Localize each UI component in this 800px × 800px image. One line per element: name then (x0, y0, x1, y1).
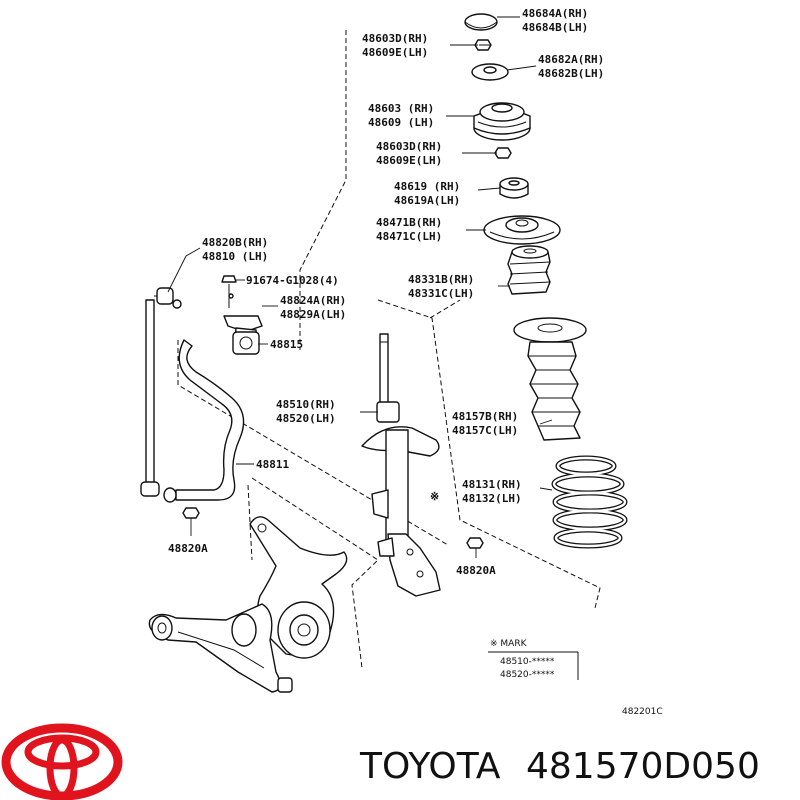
label-48510-rh: 48510(RH) (276, 398, 336, 411)
label-48829-lh: 48829A(LH) (280, 308, 346, 321)
label-48331-lh: 48331C(LH) (408, 287, 474, 300)
label-48682-rh: 48682A(RH) (538, 53, 604, 66)
label-48132-lh: 48132(LH) (462, 492, 522, 505)
label-91674: 91674-G1028(4) (246, 274, 339, 287)
dust-boot-part (513, 317, 587, 441)
nut-mid-part (494, 147, 512, 159)
mark-title: ※ MARK (490, 639, 528, 649)
coil-spring-part (551, 455, 628, 549)
mark-row-48510: 48510-***** (500, 657, 555, 667)
label-48811: 48811 (256, 458, 289, 471)
nut-left-part (182, 507, 200, 519)
footer-brand: TOYOTA 481570D050 (359, 746, 760, 787)
label-48603d-top-rh: 48603D(RH) (362, 32, 428, 45)
part-number: 481570D050 (526, 746, 760, 787)
mark-row-48520: 48520-***** (500, 670, 555, 680)
label-48820b-rh: 48820B(RH) (202, 236, 268, 249)
label-48682-lh: 48682B(LH) (538, 67, 604, 80)
drawing-number: 482201C (622, 707, 663, 717)
toyota-logo (1, 723, 123, 800)
bump-stop-part (507, 245, 551, 295)
label-48820a-left: 48820A (168, 542, 208, 555)
upper-spring-seat-part (483, 215, 561, 245)
strut-support-part (473, 102, 531, 141)
label-48684-lh: 48684B(LH) (522, 21, 588, 34)
label-48131-rh: 48131(RH) (462, 478, 522, 491)
stabilizer-bar-part (163, 339, 245, 503)
brand-name: TOYOTA (359, 746, 501, 787)
label-48619-lh: 48619A(LH) (394, 194, 460, 207)
part-labels: 48684A(RH) 48684B(LH) 48603D(RH) 48609E(… (168, 7, 604, 577)
label-48157-lh: 48157C(LH) (452, 424, 518, 437)
bearing-part (499, 177, 529, 199)
label-48471-lh: 48471C(LH) (376, 230, 442, 243)
label-48824-rh: 48824A(RH) (280, 294, 346, 307)
mark-note: ※ MARK 48510-***** 48520-***** (488, 639, 579, 680)
steering-knuckle-part (249, 516, 348, 659)
washer-part (471, 63, 509, 81)
label-48603-lh: 48609 (LH) (368, 116, 434, 129)
label-48603d-mid-rh: 48603D(RH) (376, 140, 442, 153)
label-48471-rh: 48471B(RH) (376, 216, 442, 229)
label-48684-rh: 48684A(RH) (522, 7, 588, 20)
lower-arm-part (148, 603, 293, 693)
label-48810-lh: 48810 (LH) (202, 250, 268, 263)
assembly-dash-lines (177, 30, 601, 669)
bushing-bracket-part (223, 315, 263, 355)
label-48815: 48815 (270, 338, 303, 351)
leader-lines (167, 16, 553, 558)
dust-cap-part (464, 13, 498, 31)
label-48603d-top-lh: 48609E(LH) (362, 46, 428, 59)
strut-assembly-part (361, 333, 441, 597)
label-48157-rh: 48157B(RH) (452, 410, 518, 423)
stabilizer-link-part (140, 287, 182, 497)
label-48520-lh: 48520(LH) (276, 412, 336, 425)
bracket-bolts-part (221, 275, 237, 308)
label-48603d-mid-lh: 48609E(LH) (376, 154, 442, 167)
label-48331-rh: 48331B(RH) (408, 273, 474, 286)
nut-right-part (466, 537, 484, 549)
asterisk-mark: ※ (430, 490, 439, 503)
label-48603-rh: 48603 (RH) (368, 102, 434, 115)
label-48619-rh: 48619 (RH) (394, 180, 460, 193)
label-48820a-right: 48820A (456, 564, 496, 577)
